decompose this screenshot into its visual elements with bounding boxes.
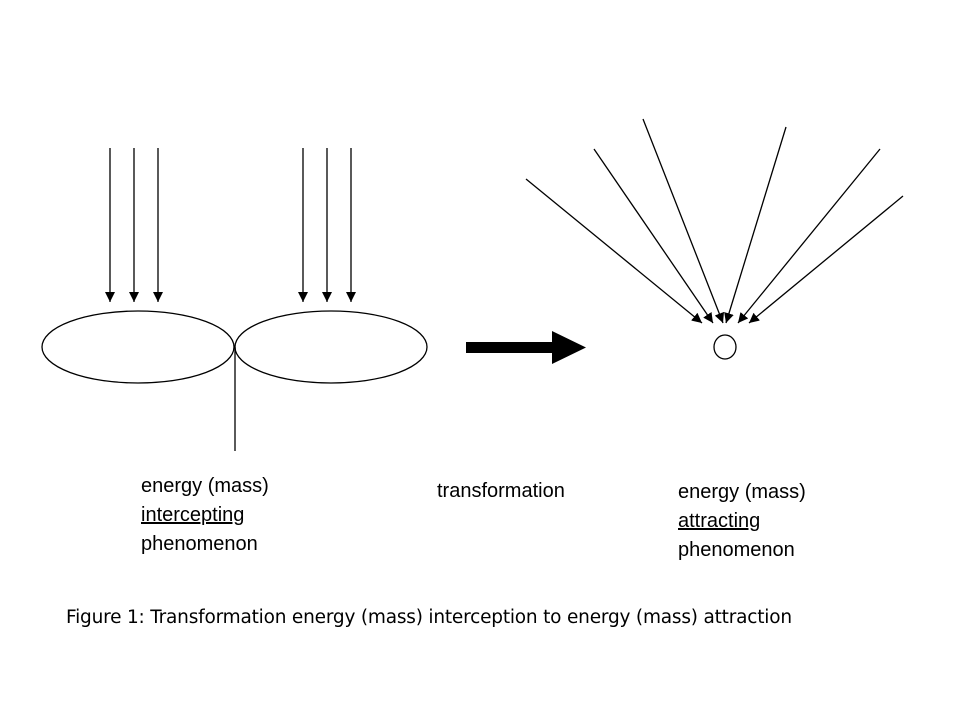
intercepting-label: energy (mass) intercepting phenomenon [141,472,269,559]
right-ellipse [234,310,428,384]
converging-arrow-5 [737,148,881,324]
attracting-body [713,334,737,360]
converging-arrow-1 [525,178,703,324]
transformation-label: transformation [437,480,565,502]
intercepting-bodies [41,310,428,451]
converging-arrow-3 [642,118,725,324]
intercepting-label-line1: energy (mass) [141,475,269,497]
converging-arrow-2 [593,148,714,324]
left-incoming-arrows [105,148,356,302]
converging-arrows [525,118,904,324]
intercepting-label-line2: intercepting [141,504,245,526]
converging-arrow-6 [748,195,904,324]
attracting-label-line3: phenomenon [678,539,795,561]
intercepting-label-line3: phenomenon [141,533,258,555]
figure-caption: Figure 1: Transformation energy (mass) i… [66,607,792,628]
attracting-label: energy (mass) attracting phenomenon [678,478,806,565]
attracting-label-line1: energy (mass) [678,481,806,503]
converging-arrow-4 [724,126,787,324]
transformation-arrow [466,331,586,364]
left-ellipse [41,310,235,384]
attracting-label-line2: attracting [678,510,761,532]
